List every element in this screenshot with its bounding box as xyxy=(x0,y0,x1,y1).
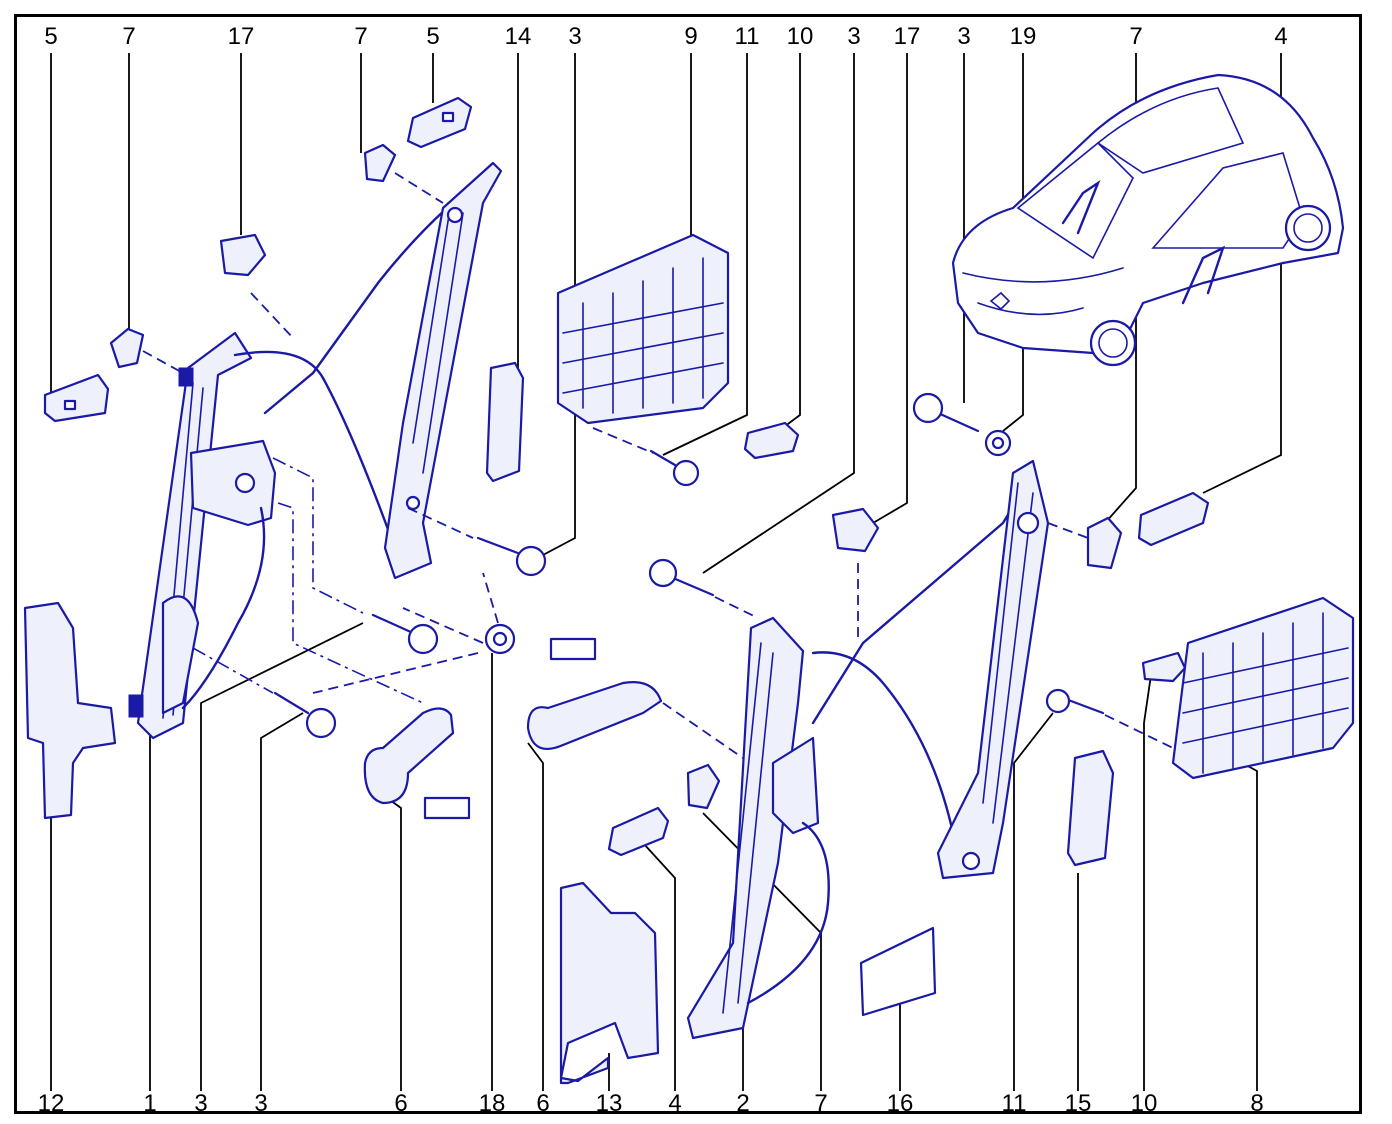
callout-top: 9 xyxy=(684,23,698,50)
callout-bottom: 6 xyxy=(536,1090,550,1117)
callout-top: 19 xyxy=(1009,23,1037,50)
callout-top: 14 xyxy=(504,23,532,50)
callout-bottom: 12 xyxy=(37,1090,65,1117)
callout-bottom: 1 xyxy=(143,1090,157,1117)
part-13-bracket xyxy=(559,881,660,1085)
callout-bottom: 15 xyxy=(1064,1090,1092,1117)
callout-top: 17 xyxy=(227,23,255,50)
callout-top: 17 xyxy=(893,23,921,50)
callout-bottom: 4 xyxy=(668,1090,682,1117)
screws-and-clips xyxy=(192,421,800,739)
callout-bottom: 2 xyxy=(736,1090,750,1117)
callout-bottom: 7 xyxy=(814,1090,828,1117)
right-window-regulator xyxy=(686,459,1050,1040)
callout-top: 3 xyxy=(568,23,582,50)
callout-bottom: 10 xyxy=(1130,1090,1158,1117)
callout-top: 5 xyxy=(44,23,58,50)
callout-top: 11 xyxy=(734,23,760,50)
callout-top: 7 xyxy=(354,23,368,50)
diagram-frame: 5 7 17 7 5 14 3 9 11 10 3 17 3 19 7 4 12… xyxy=(14,14,1362,1117)
callout-top: 7 xyxy=(1129,23,1143,50)
part-12-bracket xyxy=(23,601,117,820)
callout-top: 5 xyxy=(426,23,440,50)
leader-lines xyxy=(50,53,1282,1091)
callout-top: 3 xyxy=(847,23,861,50)
callout-bottom: 8 xyxy=(1250,1090,1264,1117)
callout-top: 10 xyxy=(786,23,814,50)
callout-top: 4 xyxy=(1274,23,1288,50)
right-clips xyxy=(607,392,1210,867)
callout-bottom: 6 xyxy=(394,1090,408,1117)
callout-bottom: 18 xyxy=(478,1090,506,1117)
part-16-pad xyxy=(859,926,937,1017)
part-9-panel xyxy=(556,233,730,425)
crank-handles xyxy=(363,637,744,820)
callout-bottom: 3 xyxy=(254,1090,268,1117)
left-window-regulator xyxy=(128,161,503,740)
part-8-panel xyxy=(1171,596,1355,780)
callout-bottom: 13 xyxy=(595,1090,623,1117)
exploded-window-regulator-diagram xyxy=(23,53,1355,1091)
callout-bottom: 3 xyxy=(194,1090,208,1117)
callout-top: 7 xyxy=(122,23,136,50)
callout-bottom: 16 xyxy=(886,1090,914,1117)
part-14 xyxy=(485,361,525,483)
left-clips xyxy=(43,96,473,423)
car-illustration xyxy=(951,73,1345,367)
callout-bottom: 11 xyxy=(1001,1090,1027,1117)
callout-top: 3 xyxy=(957,23,971,50)
